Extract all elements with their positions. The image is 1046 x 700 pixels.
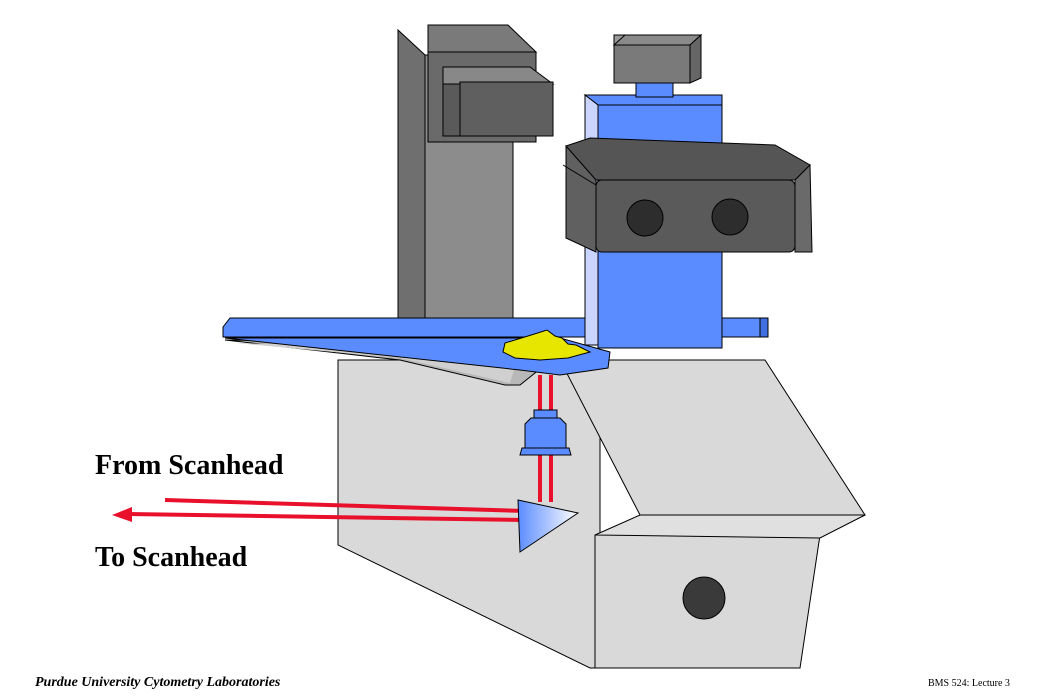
prism-icon [517,499,580,553]
to-scanhead-label: To Scanhead [95,542,248,573]
base-port-circle [682,576,726,620]
microscope-base [337,359,866,669]
vertical-laser-beam [538,375,553,502]
arrowhead-icon [112,507,132,522]
from-scanhead-label: From Scanhead [95,450,284,481]
eyepiece-right-icon [711,198,749,236]
eyepiece-left-icon [626,199,664,237]
footer-institution: Purdue University Cytometry Laboratories [35,675,281,690]
rear-column [397,24,555,319]
footer-lecture: BMS 524: Lecture 3 [928,678,1010,689]
eyepiece-head [562,137,813,253]
objective-lens-icon [519,409,572,456]
specimen [502,329,592,361]
horizontal-laser-beams [112,498,526,522]
